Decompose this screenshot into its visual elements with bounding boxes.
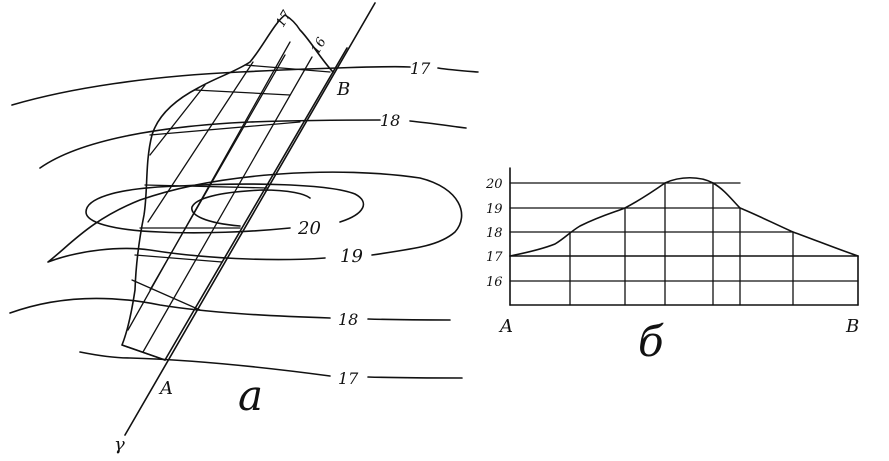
perpendicular-tick — [134, 254, 223, 263]
perpendicular-tick — [194, 89, 291, 96]
perpendicular-tick — [149, 121, 301, 136]
hatched-block-outline — [121, 14, 334, 361]
strip-line — [149, 84, 206, 156]
profile-line-ab-extension — [332, 47, 348, 73]
profile-level-label-19: 19 — [486, 202, 503, 217]
strip-line — [149, 54, 286, 291]
strip-label-17: 17 — [273, 8, 295, 30]
profile-level-label-18: 18 — [486, 226, 503, 241]
contour-line-20-inner — [191, 189, 311, 227]
contour-label-17-top: 17 — [410, 59, 431, 78]
contour-line-19-ring — [47, 171, 463, 263]
profile-level-label-17: 17 — [486, 250, 503, 265]
profile-panel: 20 19 18 17 16 A B б — [485, 167, 859, 366]
profile-line-ab — [164, 71, 334, 361]
contour-label-19: 19 — [340, 246, 363, 267]
contour-line-18-lower — [9, 297, 451, 321]
point-a-label: A — [158, 378, 173, 399]
profile-start-label: A — [498, 316, 513, 337]
contour-map-panel: 17 18 20 19 18 17 17 16 A B γ а — [9, 2, 479, 455]
direction-line — [124, 2, 376, 436]
contour-line-17-lower — [79, 351, 463, 379]
contour-label-18-upper: 18 — [380, 111, 400, 130]
direction-label: γ — [114, 434, 125, 455]
point-b-label: B — [336, 79, 350, 100]
panel-label-b: б — [638, 317, 664, 366]
perpendicular-tick — [144, 184, 269, 189]
contour-line-18-upper — [39, 119, 467, 169]
perpendicular-tick — [131, 279, 201, 311]
contour-label-20: 20 — [297, 218, 321, 239]
contour-label-17-lower: 17 — [338, 369, 359, 388]
strip-label-16: 16 — [308, 35, 329, 57]
contour-label-18-lower: 18 — [338, 310, 358, 329]
strip-line — [142, 56, 313, 353]
profile-curve — [509, 176, 859, 257]
contour-line-17-top — [11, 65, 479, 106]
strip-line — [147, 61, 254, 223]
profile-end-label: B — [845, 316, 859, 337]
perpendicular-tick — [244, 64, 331, 73]
profile-level-label-20: 20 — [485, 177, 503, 192]
perpendicular-tick — [121, 344, 166, 361]
panel-label-a: а — [238, 371, 263, 420]
profile-level-label-16: 16 — [486, 275, 503, 290]
